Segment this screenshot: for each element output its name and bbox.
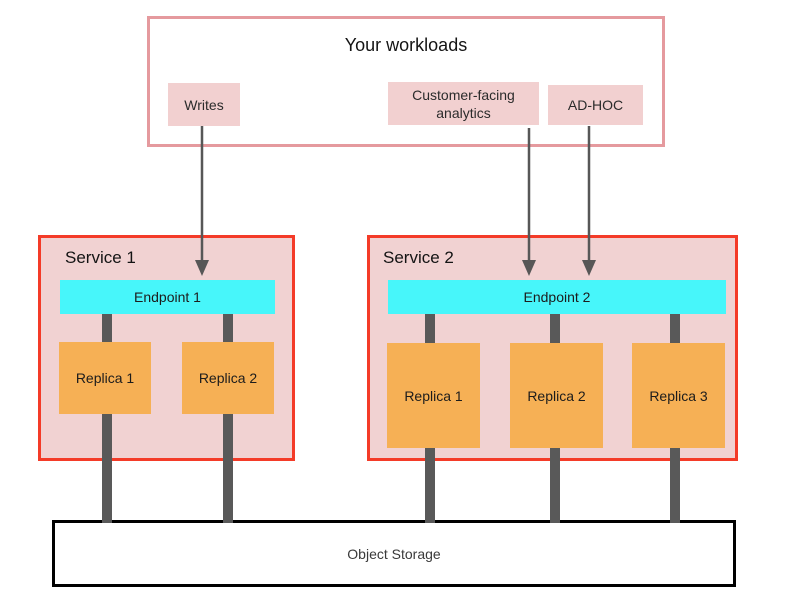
workload-item-adhoc: AD-HOC (548, 85, 643, 125)
connector-s2-replica3-storage (670, 448, 680, 523)
connector-s1-replica1-storage (102, 414, 112, 523)
service-2-title: Service 2 (383, 248, 454, 267)
service-2-box: Service 2 Endpoint 2 Replica 1 Replica 2… (367, 235, 738, 461)
service-1-replica-1: Replica 1 (59, 342, 151, 414)
service-2-replica-2: Replica 2 (510, 343, 603, 448)
connector-s2-replica1-storage (425, 448, 435, 523)
workloads-title: Your workloads (344, 35, 468, 55)
connector-endpoint1-replica2 (223, 314, 233, 343)
connector-s1-replica2-storage (223, 414, 233, 523)
service-1-replica-2: Replica 2 (182, 342, 274, 414)
workloads-box: Your workloads Writes Customer-facing an… (147, 16, 665, 147)
connector-s2-replica2-storage (550, 448, 560, 523)
service-1-title: Service 1 (65, 248, 136, 267)
service-2-replica-1: Replica 1 (387, 343, 480, 448)
object-storage-label: Object Storage (347, 545, 441, 562)
workload-item-analytics: Customer-facing analytics (388, 82, 539, 125)
connector-endpoint2-replica1 (425, 314, 435, 343)
workload-item-writes: Writes (168, 83, 240, 126)
connector-endpoint1-replica1 (102, 314, 112, 343)
service-1-box: Service 1 Endpoint 1 Replica 1 Replica 2 (38, 235, 295, 461)
service-2-endpoint: Endpoint 2 (388, 280, 726, 314)
service-1-endpoint: Endpoint 1 (60, 280, 275, 314)
service-2-replica-3: Replica 3 (632, 343, 725, 448)
object-storage-box: Object Storage (52, 520, 736, 587)
connector-endpoint2-replica3 (670, 314, 680, 343)
connector-endpoint2-replica2 (550, 314, 560, 343)
